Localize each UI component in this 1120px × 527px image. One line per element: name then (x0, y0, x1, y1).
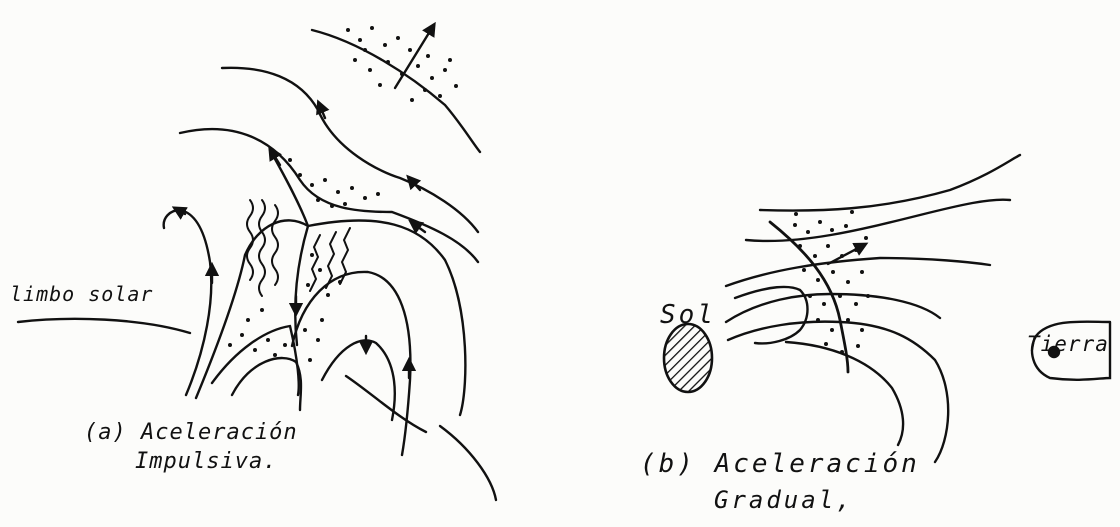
wave-line (310, 235, 320, 291)
field-line (292, 272, 410, 455)
plasma-stipple (228, 26, 458, 362)
field-line (346, 376, 426, 432)
caption-b-line2: Gradual, (714, 486, 854, 514)
plasma-stipple (793, 210, 870, 354)
caption-a-line1: (a) Aceleración (84, 420, 298, 445)
field-line (322, 340, 395, 420)
caption-b-line1: (b) Aceleración (640, 449, 920, 479)
field-line (786, 342, 903, 445)
wave-line (247, 200, 253, 280)
field-line (164, 210, 212, 395)
field-line (440, 426, 496, 500)
panel-b-gradual-acceleration (664, 155, 1110, 462)
label-earth: Tierra (1027, 332, 1109, 356)
field-line (312, 30, 480, 152)
field-line (232, 358, 301, 410)
field-line (726, 258, 990, 286)
caption-a-line2: Impulsiva. (135, 449, 277, 474)
label-solar-limb: limbo solar (10, 282, 153, 306)
wave-line (272, 205, 278, 285)
label-sun: Sol (660, 300, 716, 330)
wave-line (259, 200, 265, 296)
field-line (212, 326, 299, 395)
field-line (222, 68, 478, 232)
sun-disk (664, 324, 712, 392)
solar-limb-line (18, 319, 190, 333)
field-line (196, 220, 308, 398)
arrow-marker (411, 180, 420, 190)
